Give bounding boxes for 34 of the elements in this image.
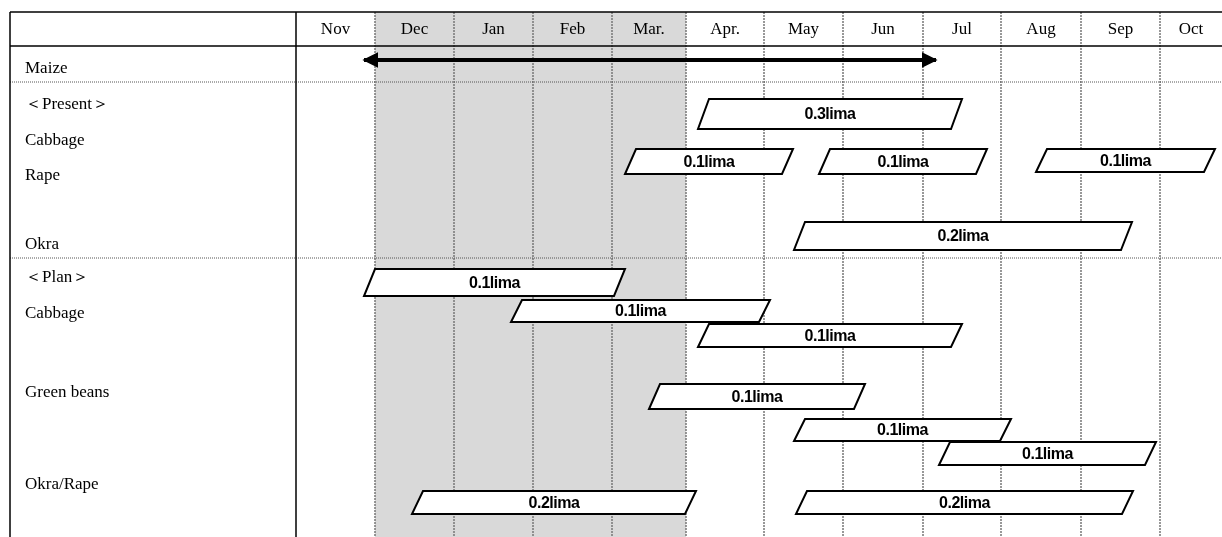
period-bar: 0.1lima [697,323,963,348]
crop-row-label: ＜Plan＞ [25,267,90,287]
month-header: Feb [558,19,587,39]
crop-row-label: Rape [25,165,60,185]
month-header: Aug [1025,19,1057,39]
month-header: May [786,19,821,39]
crop-row-label: Green beans [25,382,110,402]
period-bar: 0.1lima [938,441,1157,466]
month-header: Nov [319,19,352,39]
period-bar: 0.2lima [795,490,1134,515]
period-bar: 0.1lima [624,148,794,175]
period-bar: 0.1lima [363,268,626,297]
month-header: Apr. [709,19,741,39]
period-bar: 0.2lima [793,221,1133,251]
period-bar: 0.2lima [411,490,697,515]
period-bar: 0.1lima [510,299,771,323]
month-header: Jul [951,19,973,39]
crop-row-label: Okra/Rape [25,474,99,494]
period-bar: 0.1lima [818,148,988,175]
period-bar: 0.1lima [1035,148,1216,173]
crop-row-label: Okra [25,234,59,254]
crop-row-label: Cabbage [25,303,85,323]
period-bar: 0.1lima [793,418,1012,442]
period-bar: 0.1lima [648,383,866,410]
month-header: Sep [1106,19,1135,39]
crop-row-label: Cabbage [25,130,85,150]
month-header: Jun [870,19,896,39]
month-header: Mar. [632,19,666,39]
period-bar: 0.3lima [697,98,963,130]
crop-row-label: ＜Present＞ [25,94,110,114]
month-header: Jan [481,19,506,39]
crop-row-label: Maize [25,58,68,78]
month-header: Dec [399,19,430,39]
month-header: Oct [1177,19,1205,39]
